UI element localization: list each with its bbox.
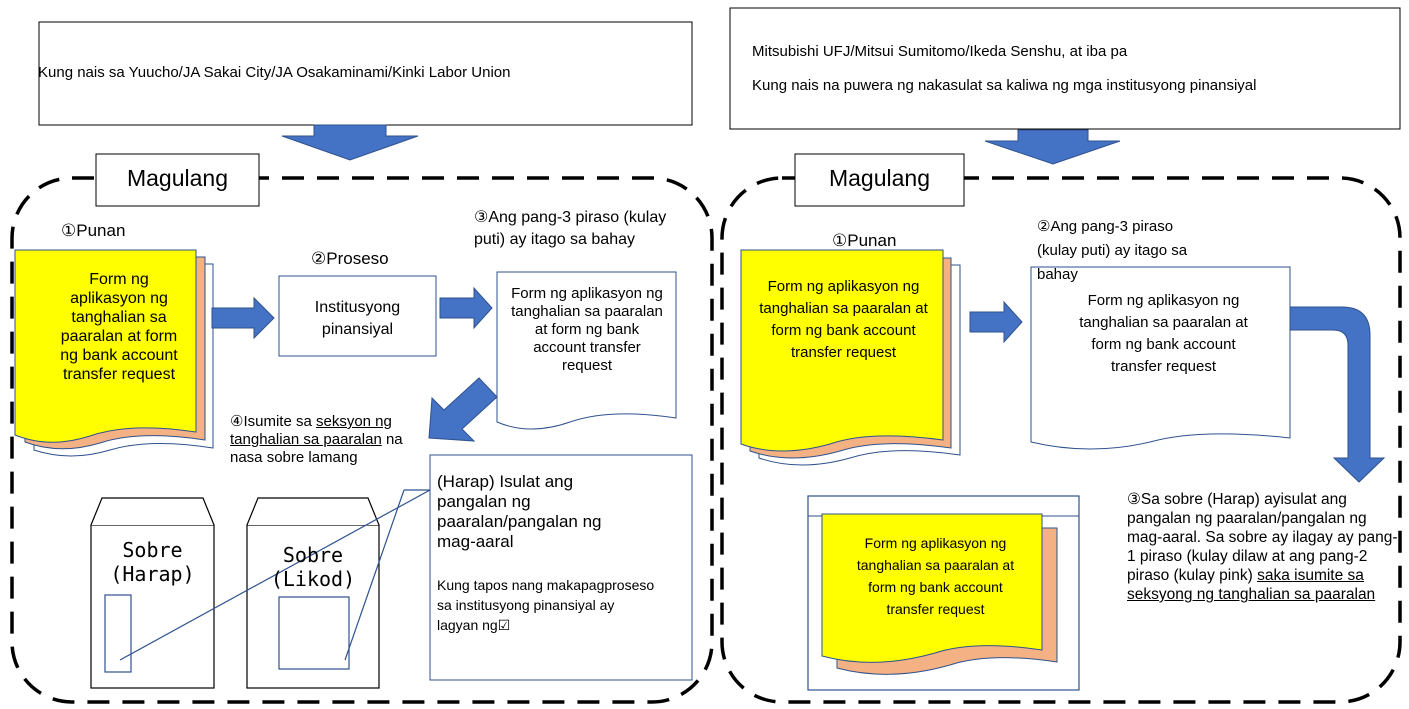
right-bent-arrow — [1289, 306, 1386, 483]
institution-text: Institusyong pinansiyal — [314, 299, 401, 338]
left-dashed-panel — [10, 176, 714, 704]
right-white-form — [1030, 266, 1291, 450]
right-step3-plain: ③Sa sobre (Harap) ayisulat ang pangalan … — [1127, 491, 1398, 584]
callout-line-front — [119, 489, 431, 661]
left-arrow-1 — [211, 296, 275, 340]
note-body: Kung tapos nang makapagproseso sa instit… — [437, 577, 655, 633]
envelope-back-label: Sobre (Likod) — [270, 543, 356, 591]
right-step2: ②Ang pang-3 piraso (kulay puti) ay itago… — [1037, 218, 1188, 283]
left-step3: ③Ang pang-3 piraso (kulay puti) ay itago… — [474, 209, 667, 248]
left-white-form — [496, 271, 677, 430]
envelope-back-square — [278, 596, 350, 670]
callout-line-back — [344, 489, 405, 661]
institution-box — [278, 275, 437, 357]
left-step1: ①Punan — [61, 221, 126, 240]
right-header-box — [729, 7, 1401, 130]
right-yellow-form-text: Form ng aplikasyon ng tanghalian sa paar… — [759, 278, 928, 361]
left-white-form-text: Form ng aplikasyon ng tanghalian sa paar… — [511, 285, 663, 374]
left-diagonal-arrow — [428, 377, 498, 442]
left-down-arrow — [281, 124, 419, 161]
right-envelope-form-text: Form ng aplikasyon ng tanghalian sa paar… — [856, 535, 1015, 617]
left-yellow-form — [14, 249, 197, 443]
left-header-text: Kung nais sa Yuucho/JA Sakai City/JA Osa… — [38, 64, 511, 81]
left-step4-suffix: na nasa sobre lamang — [230, 431, 403, 466]
right-white-form-text: Form ng aplikasyon ng tanghalian sa paar… — [1079, 292, 1248, 375]
right-magulang-label: Magulang — [828, 165, 931, 191]
note-box — [429, 454, 693, 681]
envelope-front-label: Sobre (Harap) — [110, 538, 195, 586]
right-header-line2: Kung nais na puwera ng nakasulat sa kali… — [752, 77, 1257, 94]
right-down-arrow — [984, 129, 1121, 165]
left-step4-prefix: ④Isumite sa — [230, 413, 316, 430]
left-magulang-box — [95, 153, 260, 207]
left-step4: ④Isumite sa seksyon ng tanghalian sa paa… — [230, 413, 430, 467]
right-magulang-box — [794, 153, 965, 207]
right-step1: ①Punan — [832, 231, 897, 250]
left-header-box — [38, 21, 693, 126]
right-step3: ③Sa sobre (Harap) ayisulat ang pangalan … — [1127, 490, 1405, 604]
right-yellow-form — [740, 249, 944, 452]
right-arrow-1 — [969, 300, 1023, 344]
left-yellow-form-text: Form ng aplikasyon ng tanghalian sa paar… — [60, 271, 178, 383]
envelope-front-window — [104, 594, 132, 673]
right-envelope-yellow — [821, 513, 1043, 663]
right-header-line1: Mitsubishi UFJ/Mitsui Sumitomo/Ikeda Sen… — [752, 43, 1128, 60]
right-dashed-panel — [720, 176, 1402, 704]
left-step4-underlined: seksyon ng tanghalian sa paaralan — [230, 413, 392, 448]
left-magulang-label: Magulang — [126, 165, 229, 191]
left-arrow-2 — [439, 286, 493, 330]
left-step2: ②Proseso — [311, 249, 389, 268]
envelope-front-top — [90, 497, 215, 526]
note-title: (Harap) Isulat ang pangalan ng paaralan/… — [437, 472, 602, 551]
envelope-back-top — [246, 497, 380, 526]
right-step3-underlined: saka isumite sa seksyong ng tanghalian s… — [1127, 567, 1376, 603]
